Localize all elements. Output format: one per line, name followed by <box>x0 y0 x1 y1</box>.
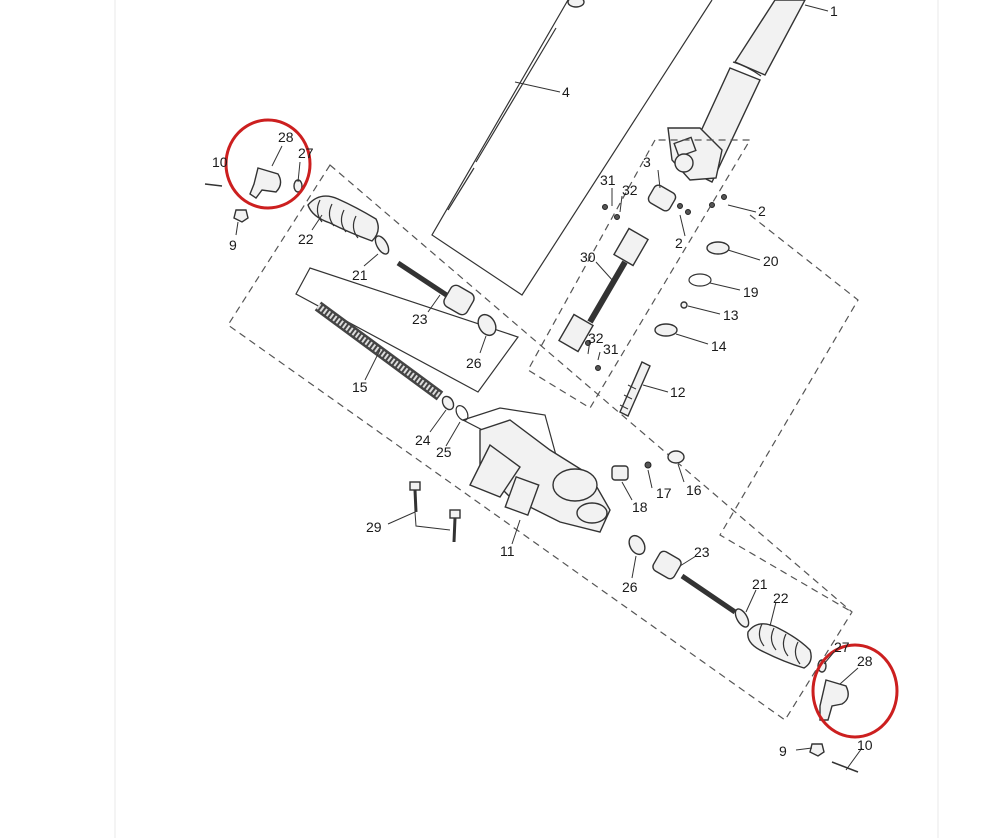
label-21-left: 21 <box>352 267 368 283</box>
part-adjuster-16-17-18 <box>611 450 685 481</box>
label-26-right: 26 <box>622 579 638 595</box>
label-1: 1 <box>830 3 838 19</box>
leader-1 <box>804 4 829 12</box>
label-20: 20 <box>763 253 779 269</box>
label-4: 4 <box>562 84 570 100</box>
part-coupling <box>558 184 727 371</box>
label-12: 12 <box>670 384 686 400</box>
label-3: 3 <box>643 154 651 170</box>
label-13: 13 <box>723 307 739 323</box>
label-29: 29 <box>366 519 382 535</box>
label-28-right: 28 <box>857 653 873 669</box>
label-32-bottom: 32 <box>588 330 604 346</box>
label-32-top: 32 <box>622 182 638 198</box>
label-30: 30 <box>580 249 596 265</box>
label-22-left: 22 <box>298 231 314 247</box>
label-27-left: 27 <box>298 145 314 161</box>
group-box-pinion <box>719 214 859 613</box>
label-24: 24 <box>415 432 431 448</box>
leader-4 <box>514 81 561 93</box>
label-19: 19 <box>743 284 759 300</box>
label-26-left: 26 <box>466 355 482 371</box>
part-right-tie-rod <box>628 534 812 669</box>
part-pinion <box>619 241 730 417</box>
label-28-left: 28 <box>278 129 294 145</box>
part-left-tie-rod <box>307 195 497 337</box>
label-23-right: 23 <box>694 544 710 560</box>
highlight-circle-right <box>811 643 899 739</box>
label-23-left: 23 <box>412 311 428 327</box>
label-15: 15 <box>352 379 368 395</box>
label-2-right: 2 <box>758 203 766 219</box>
part-right-tie-rod-end <box>809 659 859 773</box>
label-10-left: 10 <box>212 154 228 170</box>
label-14: 14 <box>711 338 727 354</box>
label-21-right: 21 <box>752 576 768 592</box>
label-31-bottom: 31 <box>603 341 619 357</box>
label-27-right: 27 <box>834 639 850 655</box>
part-rack-housing <box>469 419 611 533</box>
part-left-tie-rod-end <box>204 167 303 223</box>
part-bolts-29 <box>409 481 461 543</box>
label-11: 11 <box>500 543 515 559</box>
label-9-left: 9 <box>229 237 237 253</box>
label-10-right: 10 <box>857 737 873 753</box>
label-18: 18 <box>632 499 648 515</box>
group-box-rack-bar <box>295 267 519 393</box>
label-31-top: 31 <box>600 172 616 188</box>
part-shaft <box>431 0 713 296</box>
part-labels: 1 4 3 31 32 2 2 30 20 19 13 14 32 31 12 … <box>212 3 873 759</box>
part-steering-column <box>667 0 806 183</box>
label-25: 25 <box>436 444 452 460</box>
part-rings-24-25 <box>441 395 469 421</box>
label-9-right: 9 <box>779 743 787 759</box>
highlight-circle-left <box>224 118 312 210</box>
leader-lines <box>235 145 863 771</box>
label-16: 16 <box>686 482 702 498</box>
label-2-center: 2 <box>675 235 683 251</box>
label-22-right: 22 <box>773 590 789 606</box>
label-17: 17 <box>656 485 672 501</box>
